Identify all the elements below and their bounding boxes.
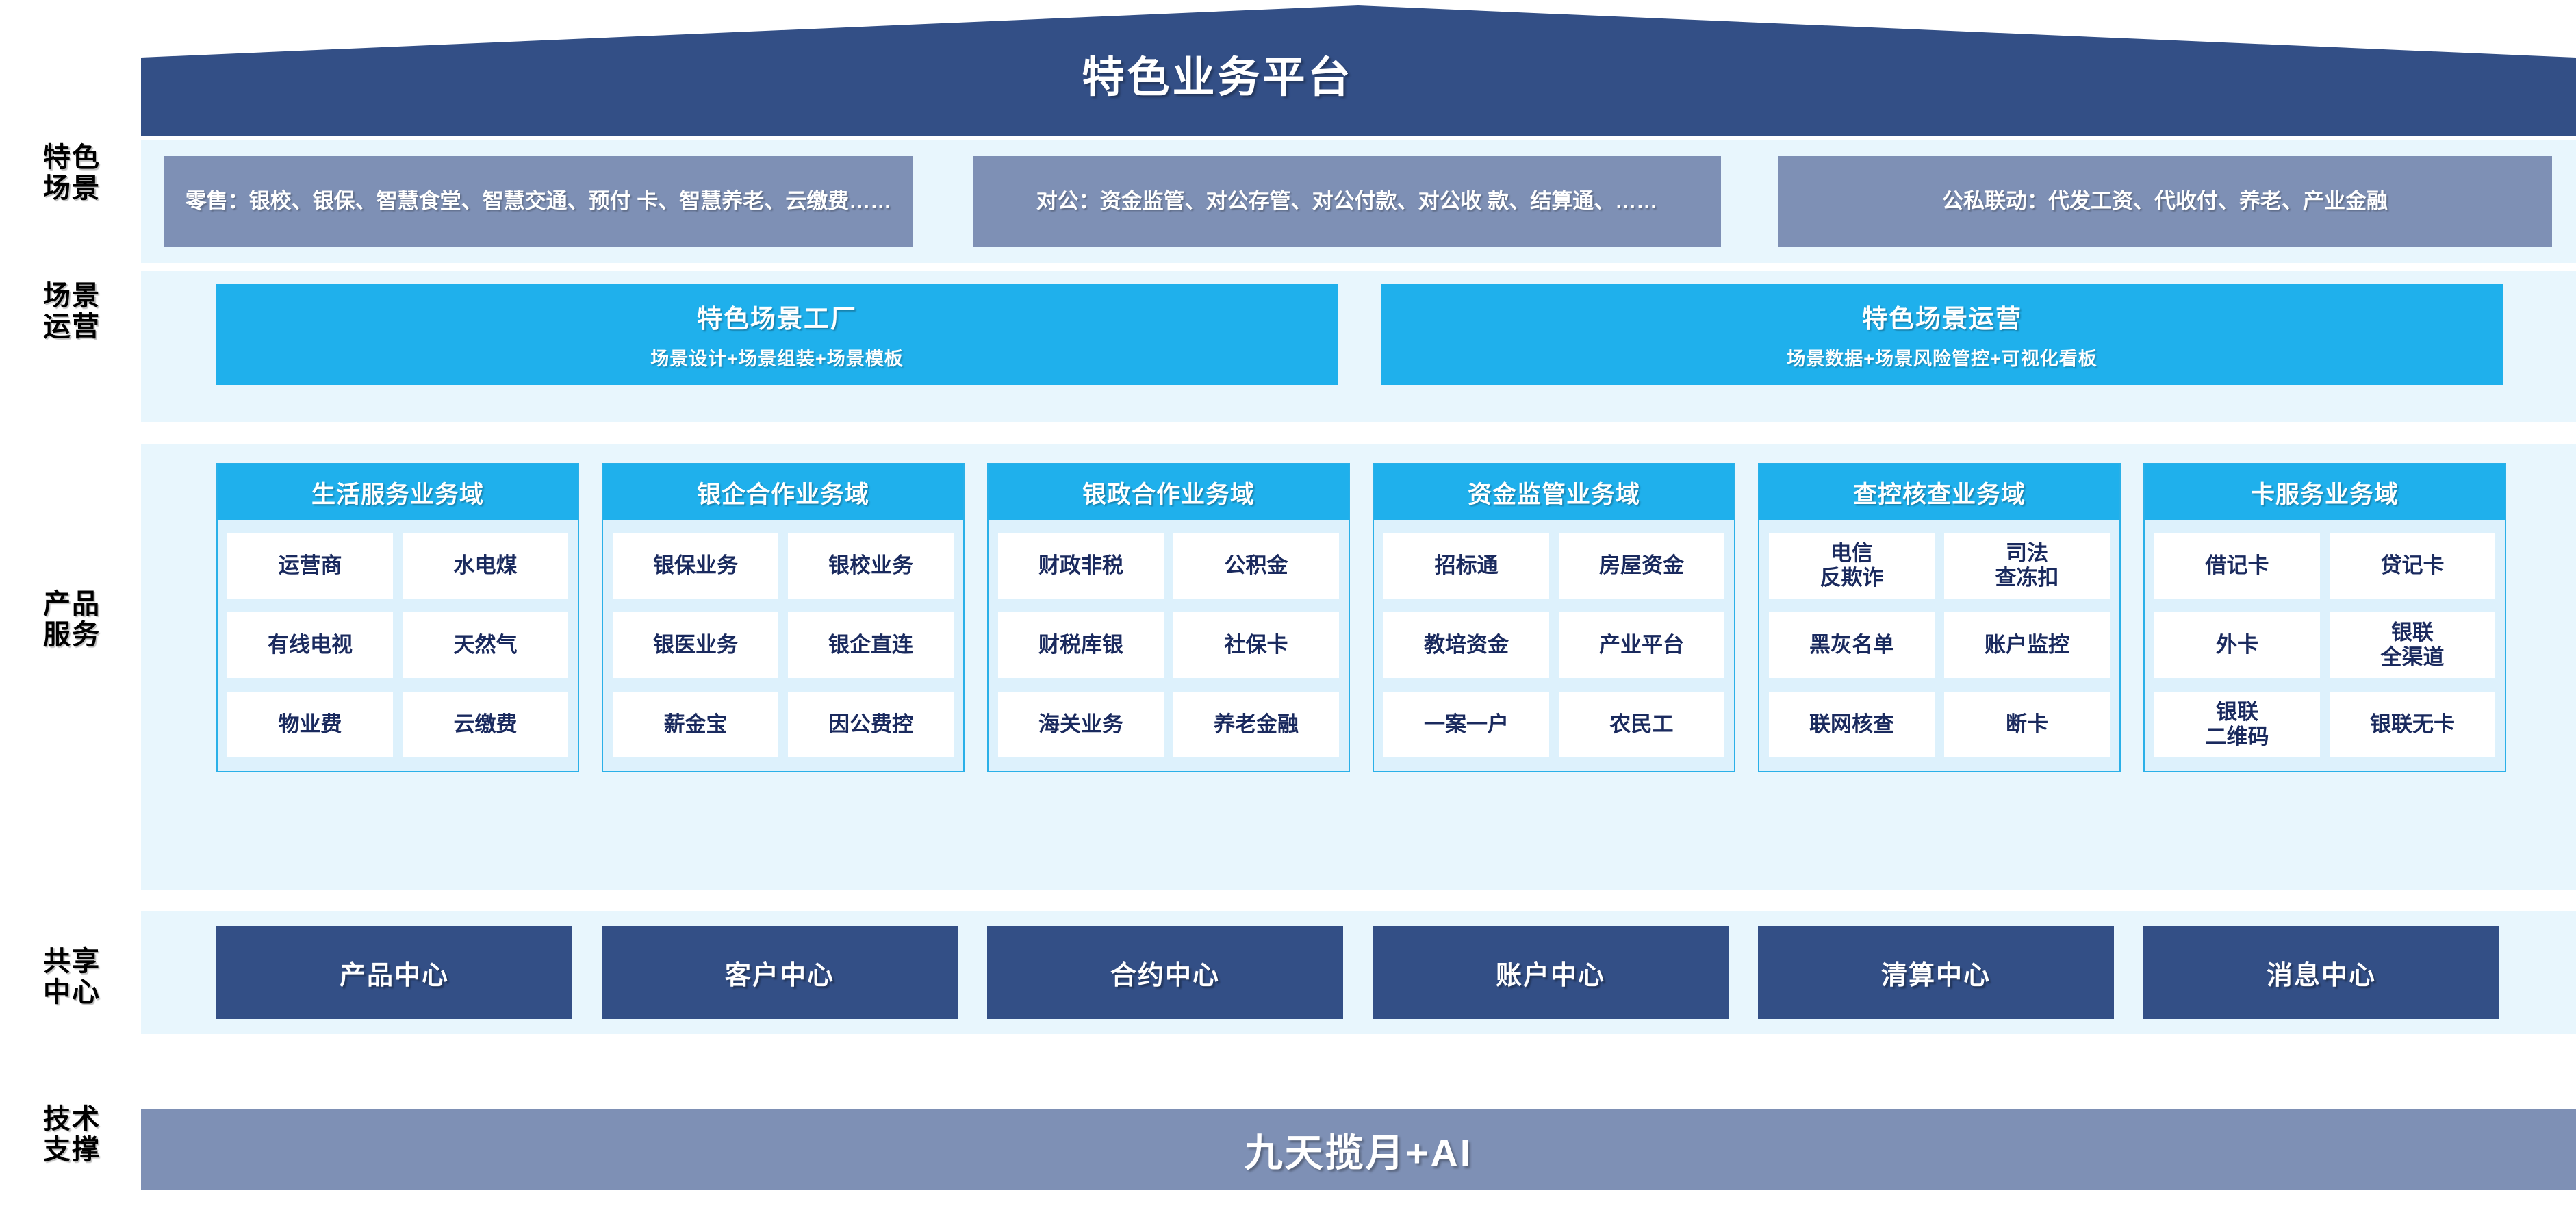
scenario-card-corporate[interactable]: 对公：资金监管、对公存管、对公付款、对公收 款、结算通、…… (973, 156, 1721, 247)
product-chip[interactable]: 贷记卡 (2330, 533, 2495, 599)
domain-grid-life-services: 运营商 水电煤 有线电视 天然气 物业费 云缴费 (218, 520, 578, 771)
product-chip[interactable]: 银校业务 (788, 533, 954, 599)
domain-grid-investigation-control: 电信 反欺诈 司法 查冻扣 黑灰名单 账户监控 联网核查 断卡 (1759, 520, 2119, 771)
product-chip[interactable]: 社保卡 (1173, 612, 1339, 678)
domain-grid-card-services: 借记卡 贷记卡 外卡 银联 全渠道 银联 二维码 银联无卡 (2145, 520, 2505, 771)
operations-band: 特色场景工厂 场景设计+场景组装+场景模板 特色场景运营 场景数据+场景风险管控… (141, 271, 2576, 422)
domain-card-life-services[interactable]: 生活服务业务域 运营商 水电煤 有线电视 天然气 物业费 云缴费 (216, 463, 579, 772)
domain-card-fund-supervision[interactable]: 资金监管业务域 招标通 房屋资金 教培资金 产业平台 一案一户 农民工 (1373, 463, 1735, 772)
tech-support-bar[interactable]: 九天揽月+AI (141, 1109, 2576, 1190)
shared-center-product[interactable]: 产品中心 (216, 926, 572, 1019)
domain-title-bank-enterprise: 银企合作业务域 (603, 464, 963, 520)
operations-card-scene-factory-subtitle: 场景设计+场景组装+场景模板 (650, 349, 904, 369)
product-chip[interactable]: 财政非税 (998, 533, 1164, 599)
product-chip[interactable]: 有线电视 (227, 612, 393, 678)
scenario-card-public-private[interactable]: 公私联动：代发工资、代收付、养老、产业金融 (1778, 156, 2552, 247)
product-chip[interactable]: 教培资金 (1383, 612, 1549, 678)
product-chip[interactable]: 银企直连 (788, 612, 954, 678)
domain-card-bank-government[interactable]: 银政合作业务域 财政非税 公积金 财税库银 社保卡 海关业务 养老金融 (987, 463, 1350, 772)
row-label-products: 产品 服务 (43, 589, 101, 650)
operations-card-scene-operation[interactable]: 特色场景运营 场景数据+场景风险管控+可视化看板 (1381, 284, 2503, 385)
shared-centers-band: 产品中心 客户中心 合约中心 账户中心 清算中心 消息中心 (141, 911, 2576, 1034)
product-chip[interactable]: 银联 全渠道 (2330, 612, 2495, 678)
domain-title-life-services: 生活服务业务域 (218, 464, 578, 520)
product-chip[interactable]: 银联无卡 (2330, 692, 2495, 757)
product-chip[interactable]: 公积金 (1173, 533, 1339, 599)
product-chip[interactable]: 断卡 (1944, 692, 2110, 757)
product-chip[interactable]: 房屋资金 (1559, 533, 1724, 599)
row-label-tech-support: 技术 支撑 (43, 1104, 101, 1165)
product-chip[interactable]: 产业平台 (1559, 612, 1724, 678)
domain-grid-bank-government: 财政非税 公积金 财税库银 社保卡 海关业务 养老金融 (989, 520, 1349, 771)
product-chip[interactable]: 招标通 (1383, 533, 1549, 599)
operations-card-scene-factory-title: 特色场景工厂 (697, 305, 857, 333)
shared-center-settlement[interactable]: 清算中心 (1758, 926, 2114, 1019)
scenario-card-retail[interactable]: 零售：银校、银保、智慧食堂、智慧交通、预付 卡、智慧养老、云缴费…… (164, 156, 913, 247)
product-chip[interactable]: 运营商 (227, 533, 393, 599)
row-label-operations: 场景 运营 (43, 281, 101, 342)
operations-card-scene-factory[interactable]: 特色场景工厂 场景设计+场景组装+场景模板 (216, 284, 1338, 385)
shared-center-message[interactable]: 消息中心 (2143, 926, 2499, 1019)
domain-grid-fund-supervision: 招标通 房屋资金 教培资金 产业平台 一案一户 农民工 (1374, 520, 1734, 771)
shared-center-customer[interactable]: 客户中心 (602, 926, 958, 1019)
platform-roof-banner (141, 5, 2576, 136)
product-chip[interactable]: 农民工 (1559, 692, 1724, 757)
product-chip[interactable]: 一案一户 (1383, 692, 1549, 757)
row-label-scenarios: 特色 场景 (43, 142, 101, 203)
product-chip[interactable]: 电信 反欺诈 (1769, 533, 1935, 599)
product-chip[interactable]: 银保业务 (613, 533, 778, 599)
scenarios-band: 零售：银校、银保、智慧食堂、智慧交通、预付 卡、智慧养老、云缴费…… 对公：资金… (141, 140, 2576, 263)
page-title: 特色业务平台 (1082, 54, 1353, 101)
domain-title-card-services: 卡服务业务域 (2145, 464, 2505, 520)
product-chip[interactable]: 养老金融 (1173, 692, 1339, 757)
product-chip[interactable]: 因公费控 (788, 692, 954, 757)
operations-card-scene-operation-subtitle: 场景数据+场景风险管控+可视化看板 (1787, 349, 2097, 369)
product-chip[interactable]: 账户监控 (1944, 612, 2110, 678)
product-services-band: 生活服务业务域 运营商 水电煤 有线电视 天然气 物业费 云缴费 银企合作业务域… (141, 444, 2576, 890)
product-chip[interactable]: 物业费 (227, 692, 393, 757)
domain-card-bank-enterprise[interactable]: 银企合作业务域 银保业务 银校业务 银医业务 银企直连 薪金宝 因公费控 (602, 463, 965, 772)
product-chip[interactable]: 水电煤 (403, 533, 568, 599)
product-chip[interactable]: 云缴费 (403, 692, 568, 757)
domain-card-card-services[interactable]: 卡服务业务域 借记卡 贷记卡 外卡 银联 全渠道 银联 二维码 银联无卡 (2143, 463, 2506, 772)
domain-title-investigation-control: 查控核查业务域 (1759, 464, 2119, 520)
product-chip[interactable]: 黑灰名单 (1769, 612, 1935, 678)
shared-center-contract[interactable]: 合约中心 (987, 926, 1343, 1019)
product-chip[interactable]: 薪金宝 (613, 692, 778, 757)
product-chip[interactable]: 财税库银 (998, 612, 1164, 678)
product-chip[interactable]: 银联 二维码 (2154, 692, 2320, 757)
product-chip[interactable]: 联网核查 (1769, 692, 1935, 757)
row-label-shared-centers: 共享 中心 (43, 946, 101, 1007)
domain-grid-bank-enterprise: 银保业务 银校业务 银医业务 银企直连 薪金宝 因公费控 (603, 520, 963, 771)
product-chip[interactable]: 银医业务 (613, 612, 778, 678)
domain-title-bank-government: 银政合作业务域 (989, 464, 1349, 520)
product-chip[interactable]: 海关业务 (998, 692, 1164, 757)
operations-card-scene-operation-title: 特色场景运营 (1862, 305, 2022, 333)
shared-center-account[interactable]: 账户中心 (1373, 926, 1729, 1019)
domain-title-fund-supervision: 资金监管业务域 (1374, 464, 1734, 520)
product-chip[interactable]: 天然气 (403, 612, 568, 678)
domain-card-investigation-control[interactable]: 查控核查业务域 电信 反欺诈 司法 查冻扣 黑灰名单 账户监控 联网核查 断卡 (1758, 463, 2121, 772)
product-chip[interactable]: 外卡 (2154, 612, 2320, 678)
product-chip[interactable]: 司法 查冻扣 (1944, 533, 2110, 599)
product-chip[interactable]: 借记卡 (2154, 533, 2320, 599)
